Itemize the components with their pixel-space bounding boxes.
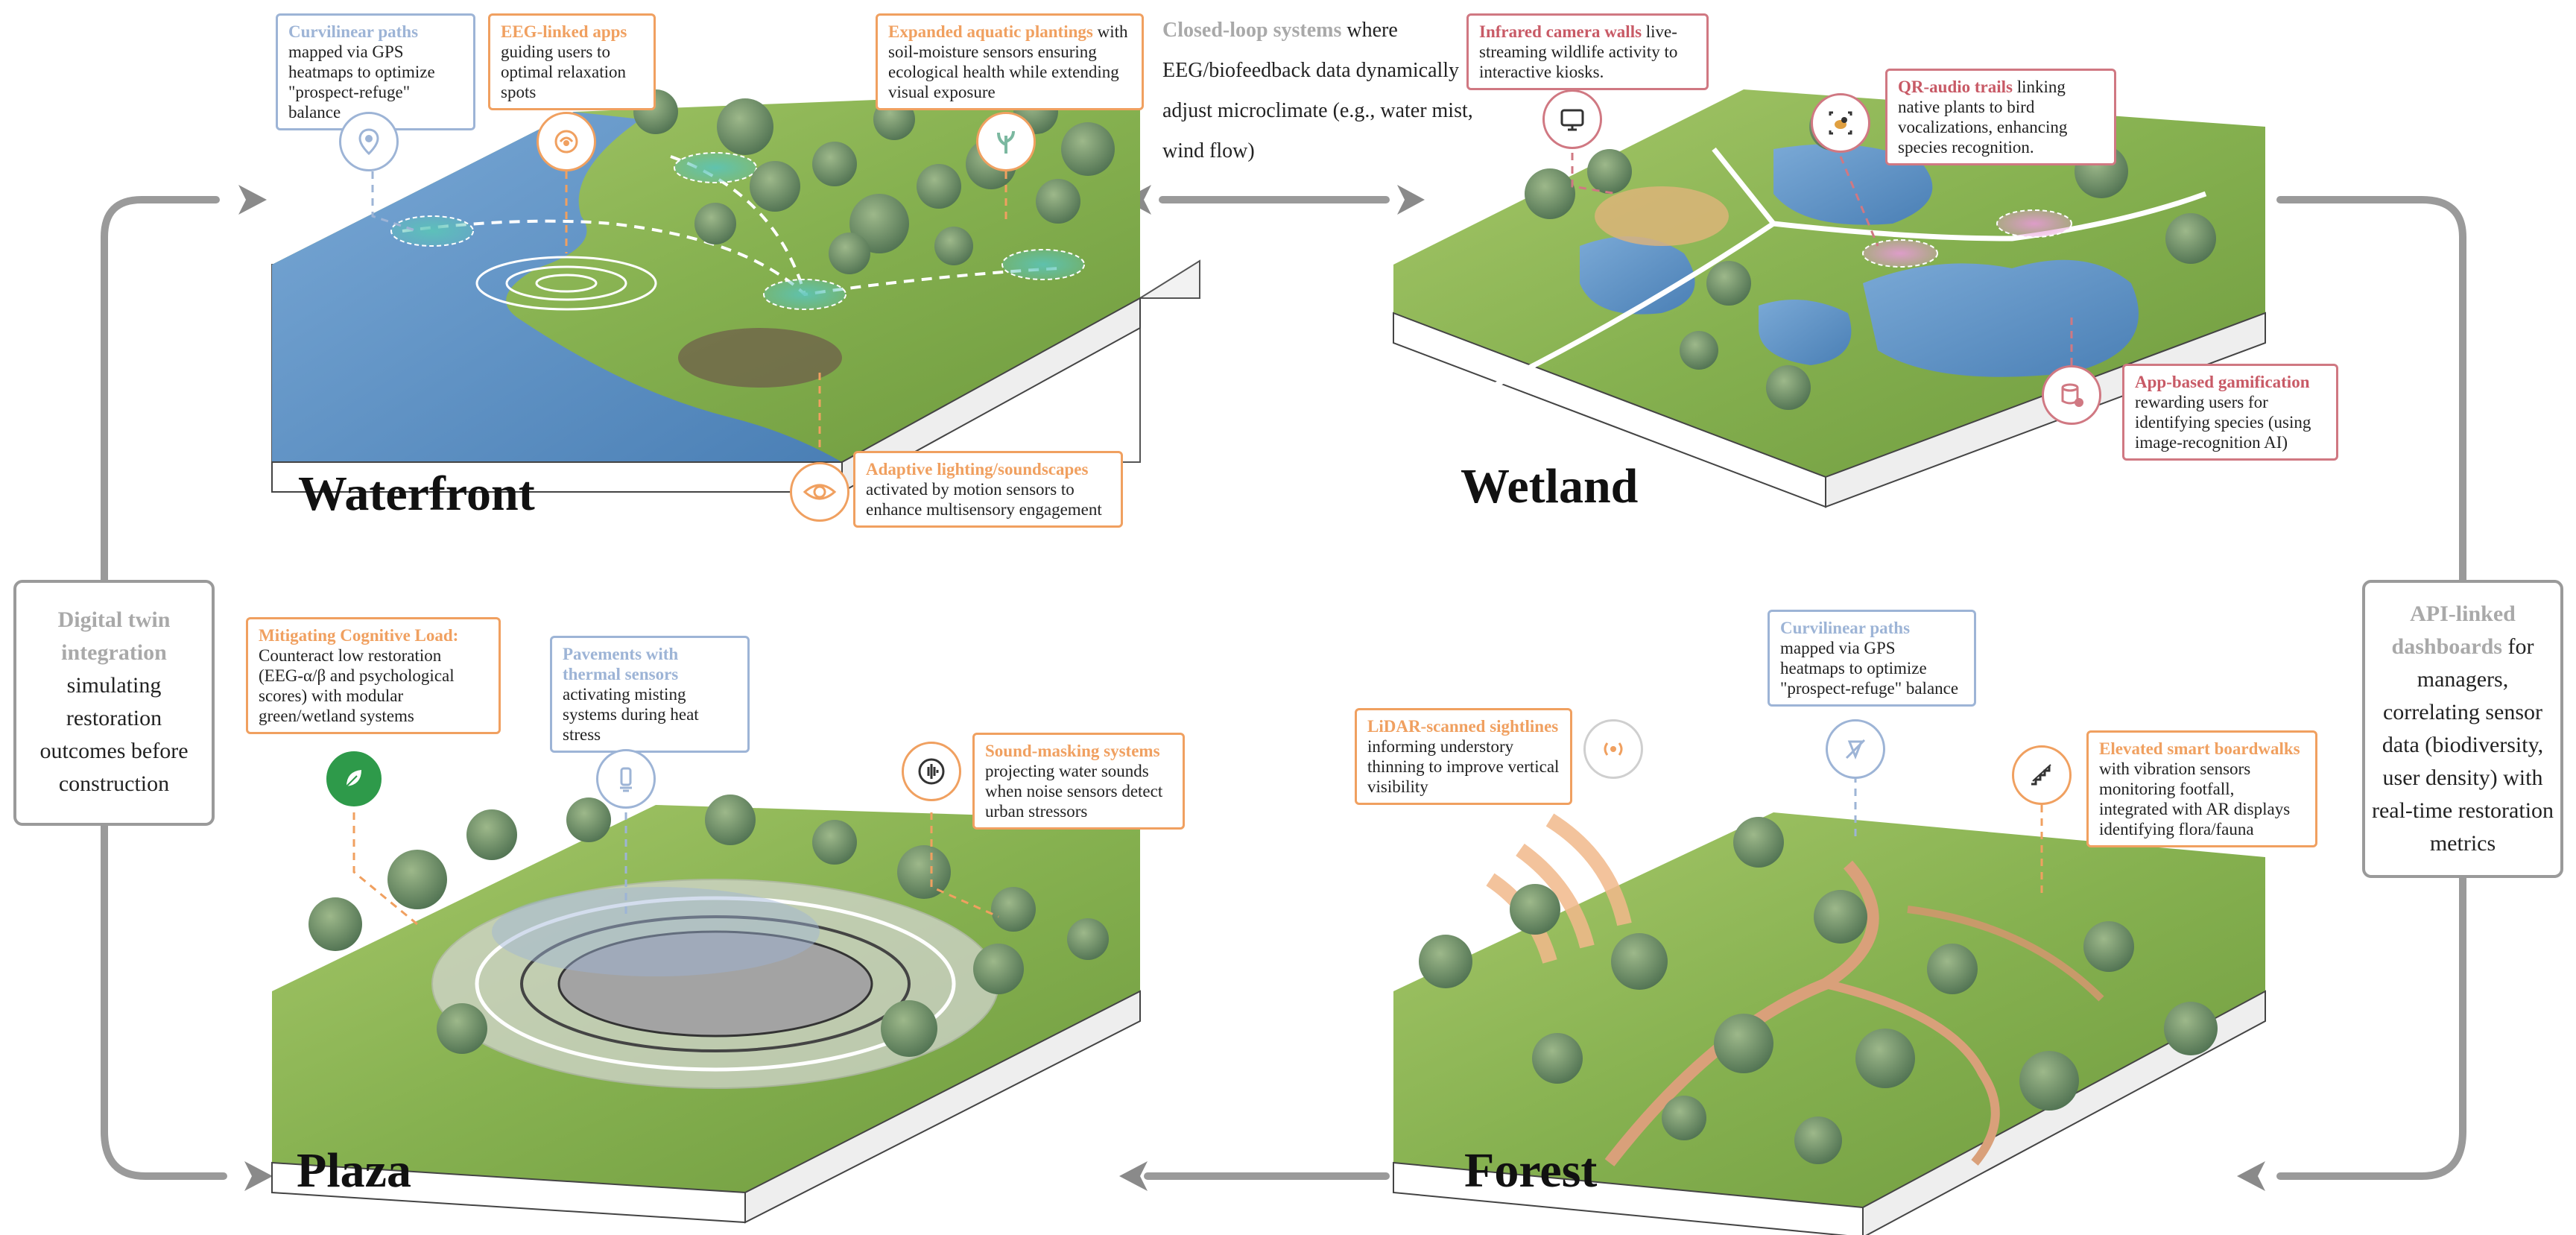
callout-wf-aquatic: Expanded aquatic plantings with soil-moi…: [876, 13, 1144, 110]
leader-lines: [352, 153, 2073, 926]
database-icon: [2042, 365, 2101, 425]
callout-fo-boardwalk: Elevated smart boardwalks with vibration…: [2086, 730, 2317, 847]
callout-pl-cognitive-title: Mitigating Cognitive Load:: [259, 626, 459, 645]
callout-wl-camera-text: live-streaming wildlife activity to inte…: [1479, 22, 1678, 81]
forest-block: [1393, 812, 2266, 1235]
callout-fo-lidar-text: informing understory thinning to improve…: [1367, 737, 1560, 796]
callout-wl-qr-text: linking native plants to bird vocalizati…: [1898, 78, 2068, 157]
callout-wf-aquatic-text: with soil-moisture sensors ensuring ecol…: [888, 22, 1128, 101]
callout-wf-paths-title: Curvilinear paths: [288, 22, 419, 41]
callout-fo-lidar: LiDAR-scanned sightlines informing under…: [1355, 708, 1572, 805]
leaf-icon: [324, 749, 384, 809]
callout-pl-pavement: Pavements with thermal sensors activatin…: [550, 636, 750, 753]
callout-pl-cognitive-text: Counteract low restoration (EEG-α/β and …: [259, 646, 455, 725]
callout-wl-qr: QR-audio trails linking native plants to…: [1885, 69, 2116, 165]
scene-label-forest: Forest: [1464, 1143, 1598, 1198]
api-dashboard-box: API-linked dashboards for managers, corr…: [2362, 580, 2563, 878]
callout-fo-paths-text: mapped via GPS heatmaps to optimize "pro…: [1780, 639, 1959, 698]
api-dashboard-highlight: API-linked dashboards: [2391, 601, 2516, 659]
callout-pl-pavement-text: activating misting systems during heat s…: [563, 685, 699, 744]
digital-twin-box: Digital twin integration simulating rest…: [13, 580, 215, 826]
callout-wl-app: App-based gamification rewarding users f…: [2122, 364, 2338, 461]
callout-wf-aquatic-title: Expanded aquatic plantings: [888, 22, 1093, 41]
callout-fo-paths: Curvilinear paths mapped via GPS heatmap…: [1768, 610, 1976, 707]
callout-wl-camera: Infrared camera walls live-streaming wil…: [1466, 13, 1709, 90]
callout-wf-lighting-text: activated by motion sensors to enhance m…: [866, 480, 1102, 519]
scene-label-waterfront: Waterfront: [298, 467, 535, 521]
callout-wf-eeg: EEG-linked apps guiding users to optimal…: [488, 13, 656, 110]
callout-fo-lidar-title: LiDAR-scanned sightlines: [1367, 717, 1559, 736]
camera-screen-icon: [1542, 89, 1602, 149]
bird-scan-icon: [1811, 93, 1870, 153]
callout-pl-sound-text: projecting water sounds when noise senso…: [985, 762, 1163, 821]
callout-wl-app-title: App-based gamification: [2135, 373, 2310, 391]
digital-twin-highlight: Digital twin integration: [57, 607, 171, 665]
boardwalk-stairs-icon: [2012, 745, 2072, 805]
waterfront-block: [271, 89, 1200, 493]
callout-fo-paths-title: Curvilinear paths: [1780, 619, 1911, 637]
eye-icon: [790, 462, 849, 522]
aquatic-plant-icon: [976, 112, 1036, 171]
scene-label-wetland: Wetland: [1461, 459, 1639, 514]
callout-fo-boardwalk-text: with vibration sensors monitoring footfa…: [2099, 759, 2291, 838]
closed-loop-text: where EEG/biofeedback data dynamically a…: [1162, 19, 1473, 162]
callout-pl-pavement-title: Pavements with thermal sensors: [563, 645, 679, 683]
callout-wf-paths-text: mapped via GPS heatmaps to optimize "pro…: [288, 42, 435, 121]
callout-wf-lighting-title: Adaptive lighting/soundscapes: [866, 460, 1089, 478]
callout-pl-cognitive: Mitigating Cognitive Load: Counteract lo…: [246, 617, 501, 734]
loop-connectors: [101, 196, 2466, 1180]
callout-wf-eeg-title: EEG-linked apps: [501, 22, 627, 41]
map-pin-icon: [339, 112, 399, 171]
brain-headset-icon: [537, 112, 596, 171]
api-dashboard-text: for managers, correlating sensor data (b…: [2371, 634, 2554, 856]
scene-label-plaza: Plaza: [297, 1143, 411, 1198]
soundwave-icon: [902, 742, 961, 801]
digital-twin-text: simulating restoration outcomes before c…: [39, 673, 189, 796]
callout-wf-eeg-text: guiding users to optimal relaxation spot…: [501, 42, 626, 101]
callout-wl-app-text: rewarding users for identifying species …: [2135, 393, 2311, 452]
thermal-sensor-icon: [596, 749, 656, 809]
callout-wl-qr-title: QR-audio trails: [1898, 78, 2013, 96]
callout-pl-sound: Sound-masking systems projecting water s…: [972, 733, 1185, 830]
no-marker-icon: [1826, 719, 1885, 779]
closed-loop-highlight: Closed-loop systems: [1162, 19, 1342, 42]
callout-pl-sound-title: Sound-masking systems: [985, 742, 1160, 760]
lidar-signal-icon: [1583, 719, 1643, 779]
closed-loop-note: Closed-loop systems where EEG/biofeedbac…: [1162, 10, 1475, 171]
wetland-block: [1393, 89, 2266, 508]
callout-wl-camera-title: Infrared camera walls: [1479, 22, 1642, 41]
plaza-block: [271, 795, 1141, 1224]
callout-fo-boardwalk-title: Elevated smart boardwalks: [2099, 739, 2300, 758]
callout-wf-lighting: Adaptive lighting/soundscapes activated …: [853, 451, 1123, 528]
